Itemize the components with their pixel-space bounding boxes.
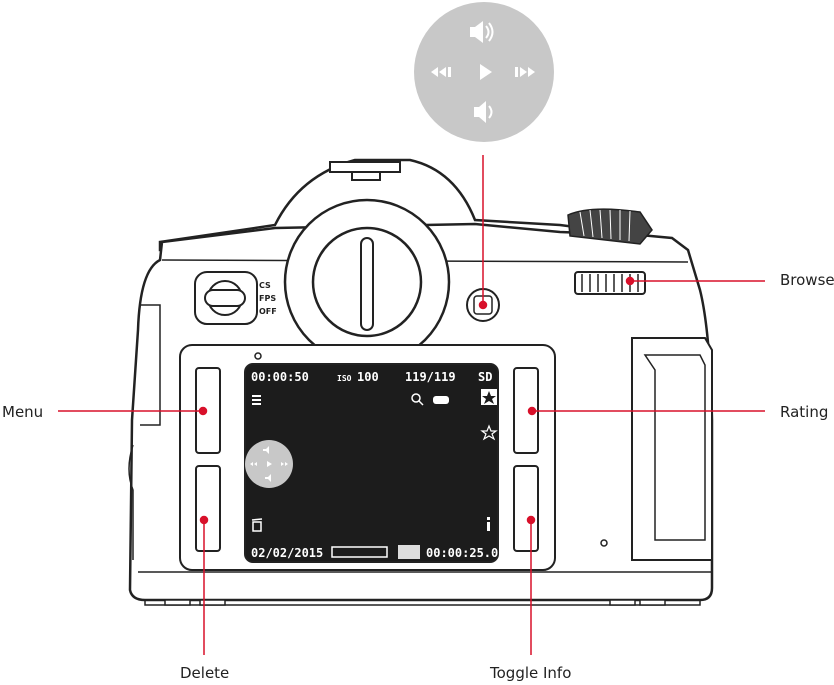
audio-icon <box>433 396 449 404</box>
screen-iso-label: ISO <box>337 374 352 383</box>
screen-frame-counter: 119/119 <box>405 370 456 384</box>
volume-up-icon <box>470 21 494 43</box>
callout-toggle-info: Toggle Info <box>490 664 572 682</box>
callout-browse: Browse <box>780 271 834 289</box>
mini-playback-control <box>245 440 293 488</box>
star-filled-icon <box>481 389 497 405</box>
fast-forward-icon <box>515 67 535 77</box>
progress-bar <box>331 546 388 558</box>
screen-total-time: 00:00:25.00 <box>426 546 505 560</box>
callout-lines <box>58 155 765 655</box>
mode-dial-labels: CS FPS OFF <box>259 281 277 316</box>
play-icon <box>480 64 492 80</box>
callout-delete: Delete <box>180 664 230 682</box>
trash-icon <box>251 518 263 532</box>
lcd-screen: 00:00:50 ISO 100 119/119 SD 02/02/2015 0… <box>244 363 505 563</box>
screen-card: SD <box>478 370 492 384</box>
menu-icon <box>252 395 261 405</box>
callout-rating: Rating <box>780 403 829 421</box>
rewind-icon <box>431 67 451 77</box>
zoom-icon <box>411 393 424 406</box>
mode-label-fps: FPS <box>259 294 276 303</box>
screen-date: 02/02/2015 <box>251 546 323 560</box>
info-icon <box>487 517 490 531</box>
screen-elapsed-time: 00:00:50 <box>251 370 309 384</box>
mode-label-off: OFF <box>259 307 277 316</box>
star-outline-icon <box>480 424 498 441</box>
playback-control-disc <box>414 2 554 142</box>
mode-label-cs: CS <box>259 281 271 290</box>
screen-iso-value: 100 <box>357 370 379 384</box>
volume-down-icon <box>474 101 493 123</box>
callout-menu: Menu <box>2 403 44 421</box>
thumbnail-icon <box>398 545 420 559</box>
